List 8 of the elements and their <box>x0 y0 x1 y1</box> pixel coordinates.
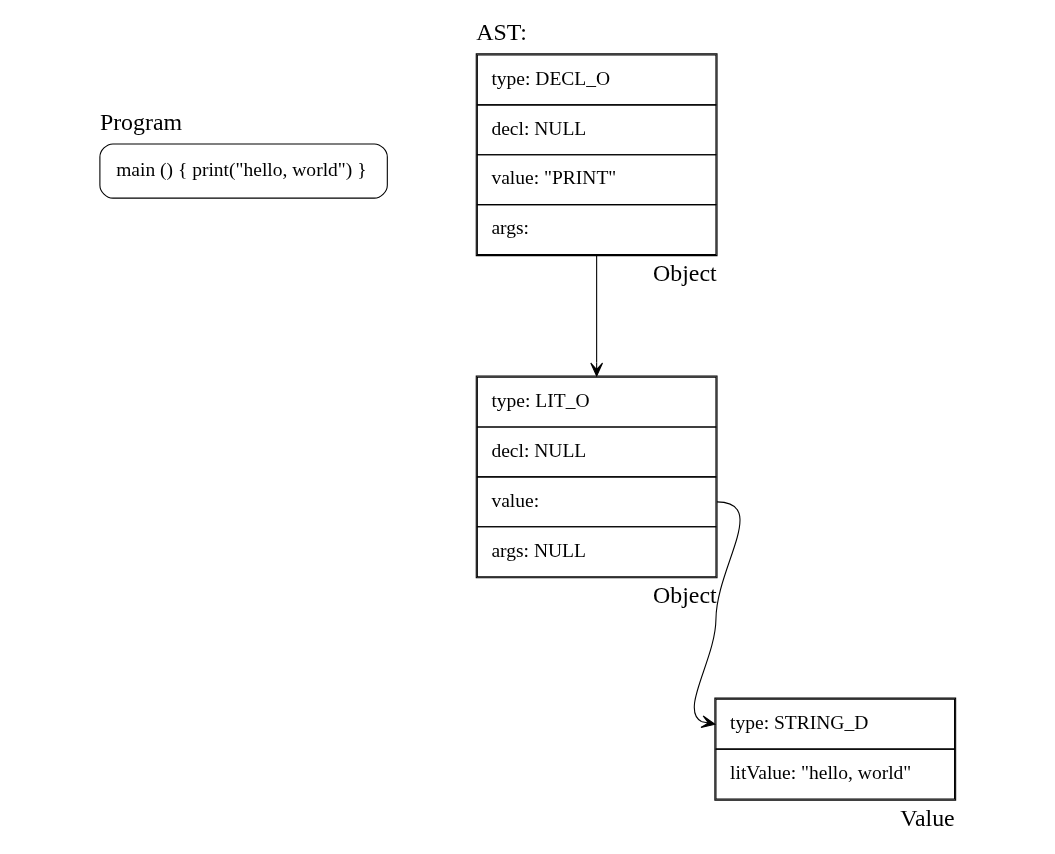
node-label: Program <box>99 109 183 136</box>
node-box: main () { print("hello, world") } <box>99 143 388 199</box>
arrow <box>590 255 604 377</box>
arrow <box>693 501 741 729</box>
node-label: Object <box>653 260 717 287</box>
node-label: AST: <box>476 19 527 46</box>
node-label: Value <box>900 804 955 831</box>
node-label: Object <box>653 582 717 609</box>
